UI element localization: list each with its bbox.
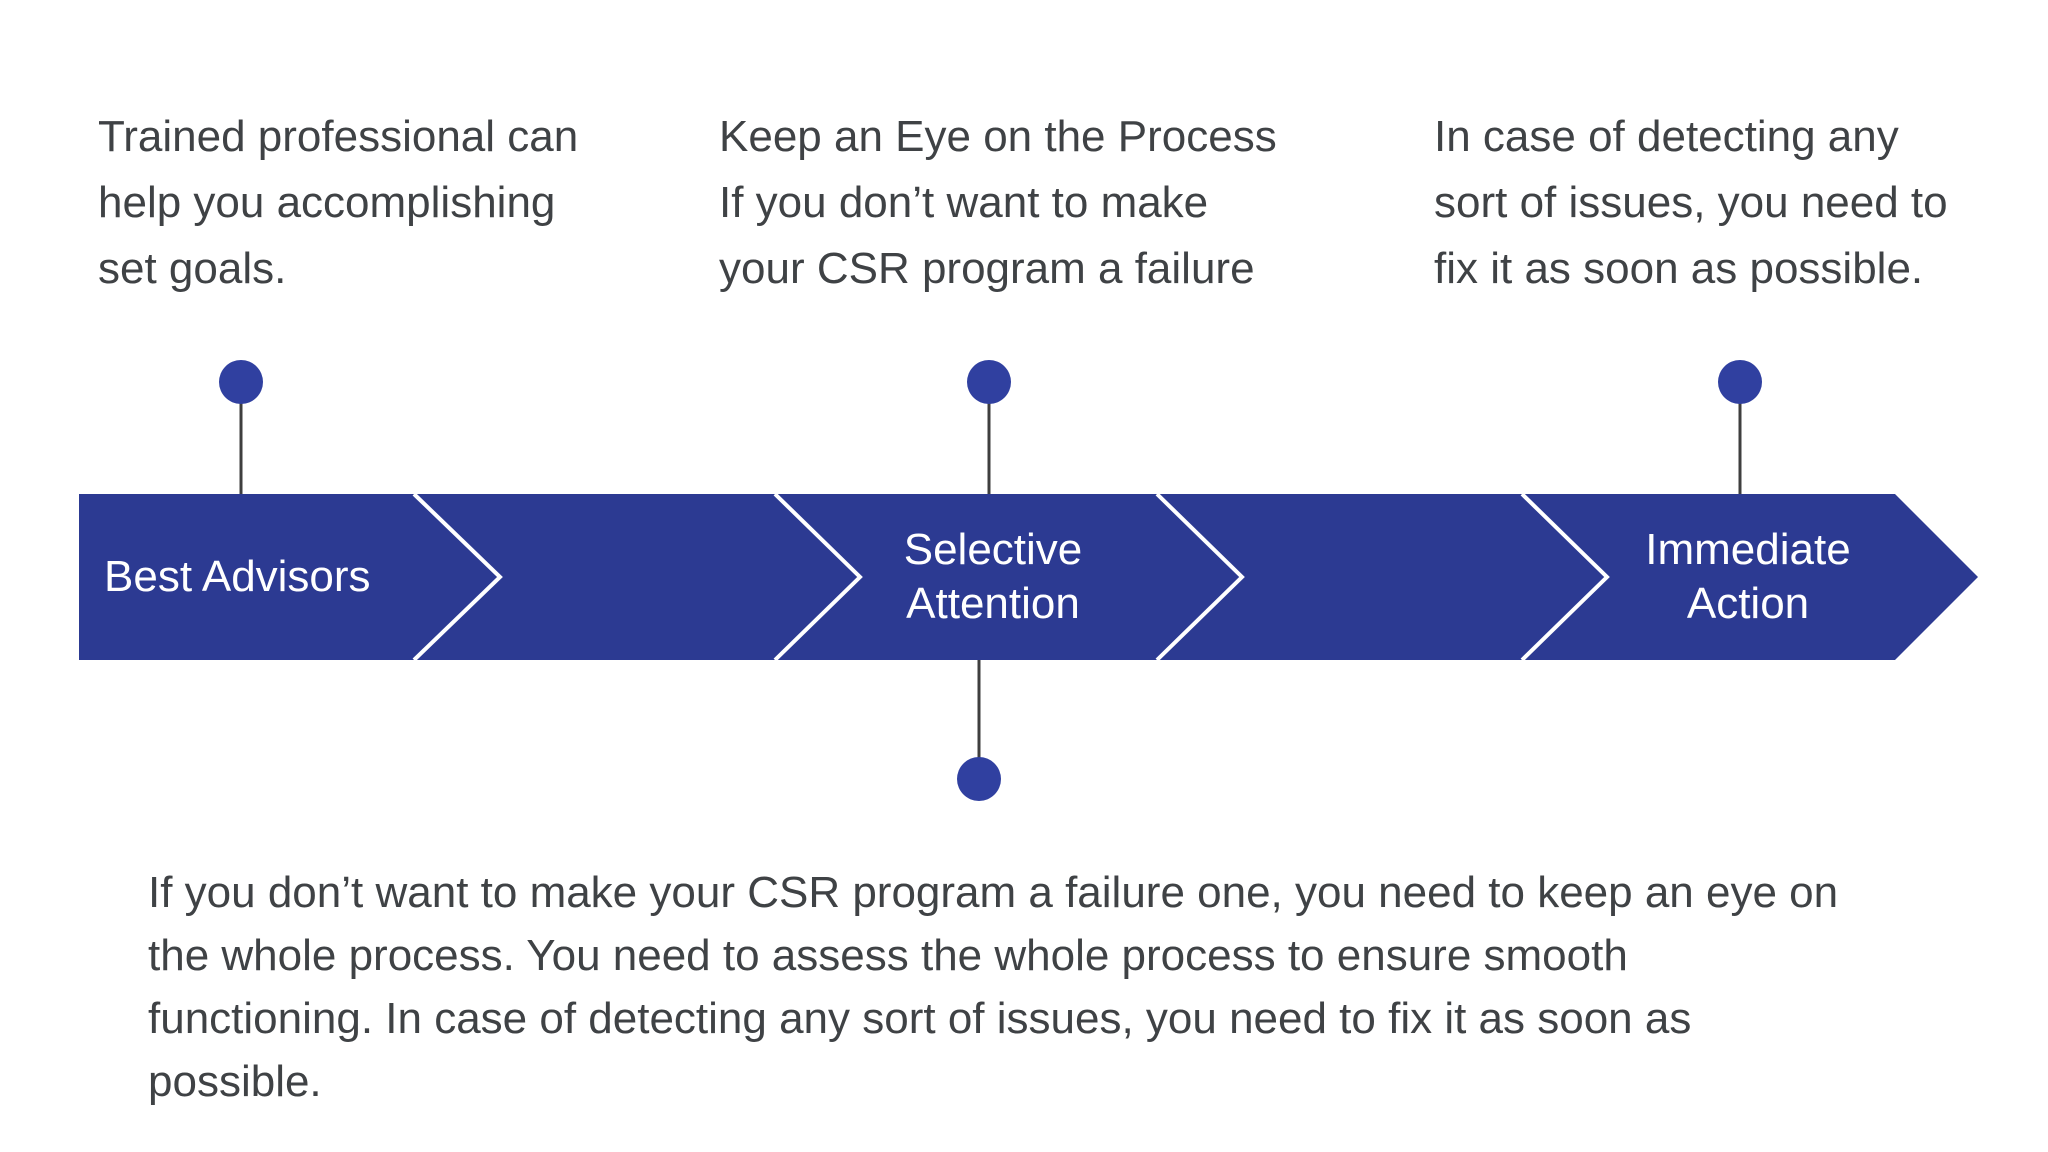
callout-line: sort of issues, you need to: [1434, 178, 1948, 227]
timeline-node-dot: [957, 757, 1001, 801]
paragraph-line: the whole process. You need to assess th…: [148, 931, 1628, 980]
callout-selective-attention: Keep an Eye on the Process If you don’t …: [719, 104, 1277, 302]
callout-line: your CSR program a failure: [719, 244, 1255, 293]
callout-immediate-action: In case of detecting any sort of issues,…: [1434, 104, 1948, 302]
chevron-separator-icon: [1155, 492, 1245, 662]
description-paragraph: If you don’t want to make your CSR progr…: [148, 861, 1838, 1113]
callout-best-advisors: Trained professional can help you accomp…: [98, 104, 578, 302]
callout-line: set goals.: [98, 244, 287, 293]
timeline-node-dot: [967, 360, 1011, 404]
arrow-band-shape: [79, 494, 1978, 660]
step-label-best-advisors: Best Advisors: [104, 494, 371, 660]
paragraph-line: If you don’t want to make your CSR progr…: [148, 868, 1839, 917]
callout-line: Trained professional can: [98, 112, 579, 161]
step-label-line: Immediate: [1645, 525, 1851, 574]
step-label-line: Attention: [906, 579, 1080, 628]
paragraph-line: possible.: [148, 1057, 322, 1106]
callout-line: fix it as soon as possible.: [1434, 244, 1924, 293]
step-label-immediate-action: Immediate Action: [1498, 494, 1998, 660]
chevron-separator-icon: [1520, 492, 1610, 662]
step-label-line: Action: [1686, 579, 1810, 628]
step-label-selective-attention: Selective Attention: [743, 494, 1243, 660]
paragraph-line: functioning. In case of detecting any so…: [148, 994, 1692, 1043]
callout-line: help you accomplishing: [98, 178, 556, 227]
timeline-node-dot: [1718, 360, 1762, 404]
chevron-separator-icon: [773, 492, 863, 662]
callout-line: In case of detecting any: [1434, 112, 1899, 161]
timeline-node-dot: [219, 360, 263, 404]
callout-line: Keep an Eye on the Process: [719, 112, 1277, 161]
step-label-line: Selective: [903, 525, 1083, 574]
step-label-line: Best Advisors: [104, 552, 371, 601]
chevron-separator-icon: [412, 492, 503, 662]
callout-line: If you don’t want to make: [719, 178, 1209, 227]
